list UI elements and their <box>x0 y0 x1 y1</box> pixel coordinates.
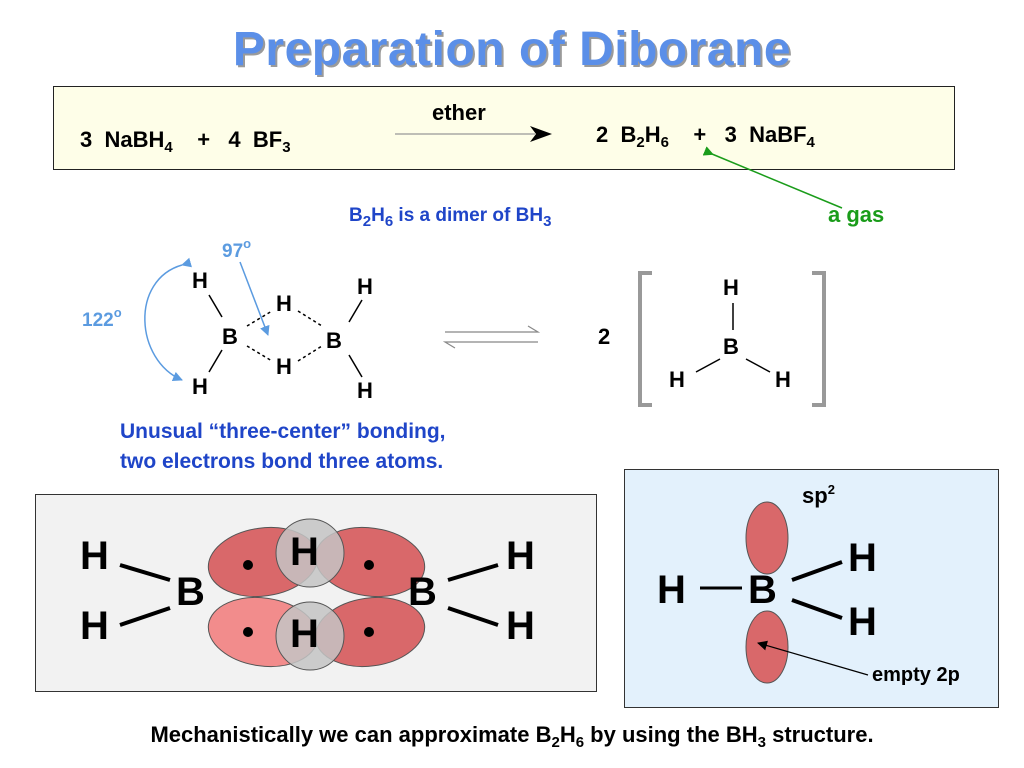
orb-b-left: B <box>176 570 205 614</box>
terminal-bonds-left <box>119 563 499 627</box>
empty-2p-pointer <box>757 640 869 676</box>
bonding-note: Unusual “three-center” bonding, two elec… <box>120 420 446 473</box>
bracket-left <box>638 271 652 407</box>
diborane-bonds <box>208 294 363 378</box>
equilibrium-arrows <box>442 325 541 349</box>
page-title: Preparation of Diborane <box>232 23 792 76</box>
reactants: 3 NaBH4 + 4 BF3 <box>80 127 291 156</box>
angle-122-label: 122o <box>82 305 122 331</box>
orb-b-right: B <box>408 570 437 614</box>
bh3-atom-h-top: H <box>723 275 739 300</box>
bh3-atom-h-left: H <box>669 367 685 392</box>
orb-h-bottom-right: H <box>506 604 535 648</box>
sp2-atom-h-top: H <box>848 536 877 580</box>
reaction-arrow <box>395 126 552 142</box>
borane-bonds <box>695 303 771 373</box>
orb-h-bridge-bottom: H <box>290 612 319 656</box>
gas-pointer-arrow <box>702 146 843 209</box>
dimer-caption: B2H6 is a dimer of BH3 <box>349 205 552 230</box>
monomer-coefficient: 2 <box>598 324 611 349</box>
angle-122-arrow <box>144 257 193 382</box>
sp2-atom-h-left: H <box>657 568 686 612</box>
bh3-atom-h-right: H <box>775 367 791 392</box>
orb-h-top-left: H <box>80 534 109 578</box>
atom-h-top-left: H <box>192 268 208 293</box>
sp2-label: sp2 <box>802 482 835 508</box>
bh3-atom-b: B <box>723 334 739 359</box>
atom-h-bridge-top: H <box>276 291 292 316</box>
atom-b-left: B <box>222 324 238 349</box>
empty-2p-label: empty 2p <box>872 664 960 686</box>
orbital-diagram-borane <box>624 469 999 708</box>
sp2-atom-h-bottom: H <box>848 600 877 644</box>
orb-h-bottom-left: H <box>80 604 109 648</box>
orb-h-top-right: H <box>506 534 535 578</box>
reaction-condition: ether <box>432 100 486 125</box>
products: 2 B2H6 + 3 NaBF4 <box>596 122 815 151</box>
bracket-right <box>812 271 826 407</box>
three-center-orbitals <box>207 518 426 671</box>
atom-h-top-right: H <box>357 274 373 299</box>
angle-97-label: 97o <box>222 236 252 262</box>
atom-h-bottom-left: H <box>192 374 208 399</box>
atom-b-right: B <box>326 328 342 353</box>
atom-h-bridge-bottom: H <box>276 354 292 379</box>
footer-statement: Mechanistically we can approximate B2H6 … <box>150 722 874 751</box>
orb-h-bridge-top: H <box>290 530 319 574</box>
equation-box <box>53 86 955 170</box>
sp2-atom-b: B <box>748 568 777 612</box>
angle-97-arrow <box>239 261 270 336</box>
atom-h-bottom-right: H <box>357 378 373 403</box>
